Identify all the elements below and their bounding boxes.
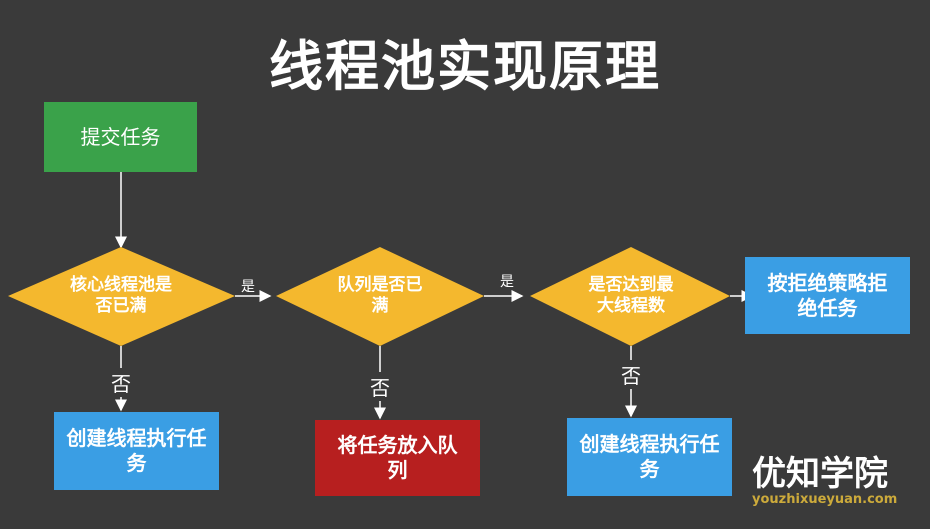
reject-task-label: 按拒绝策略拒绝任务 xyxy=(767,270,888,320)
edge-label-yes-1: 是 xyxy=(241,279,255,295)
max-threads-diamond xyxy=(530,247,730,346)
enqueue-task-box xyxy=(315,420,480,496)
edge-label-no-3: 否 xyxy=(619,360,643,389)
submit-task-label: 提交任务 xyxy=(80,124,161,149)
create-thread-box xyxy=(567,418,732,496)
core-pool-full-label: 核心线程池是否已满 xyxy=(70,274,172,316)
queue-full-diamond xyxy=(276,247,484,346)
edge-label-no-1: 否 xyxy=(109,368,133,397)
edge-label-no-2: 否 xyxy=(368,372,392,401)
edge-label-yes-2: 是 xyxy=(500,274,514,290)
submit-task-box xyxy=(44,102,197,172)
create-thread-label: 创建线程执行任务 xyxy=(579,432,720,481)
queue-full-label: 队列是否已满 xyxy=(337,274,423,316)
max-threads-label: 是否达到最大线程数 xyxy=(588,274,674,316)
page-title: 线程池实现原理 xyxy=(269,35,661,98)
brand-logo-text: 优知学院 xyxy=(752,454,888,494)
reject-task-box xyxy=(745,257,910,334)
core-pool-full-diamond xyxy=(8,247,235,346)
watermark: youzhixueyuan.com xyxy=(752,492,898,507)
enqueue-task-label: 将任务放入队列 xyxy=(337,433,458,482)
create-core-thread-box xyxy=(54,412,219,490)
create-core-thread-label: 创建线程执行任务 xyxy=(66,426,207,475)
